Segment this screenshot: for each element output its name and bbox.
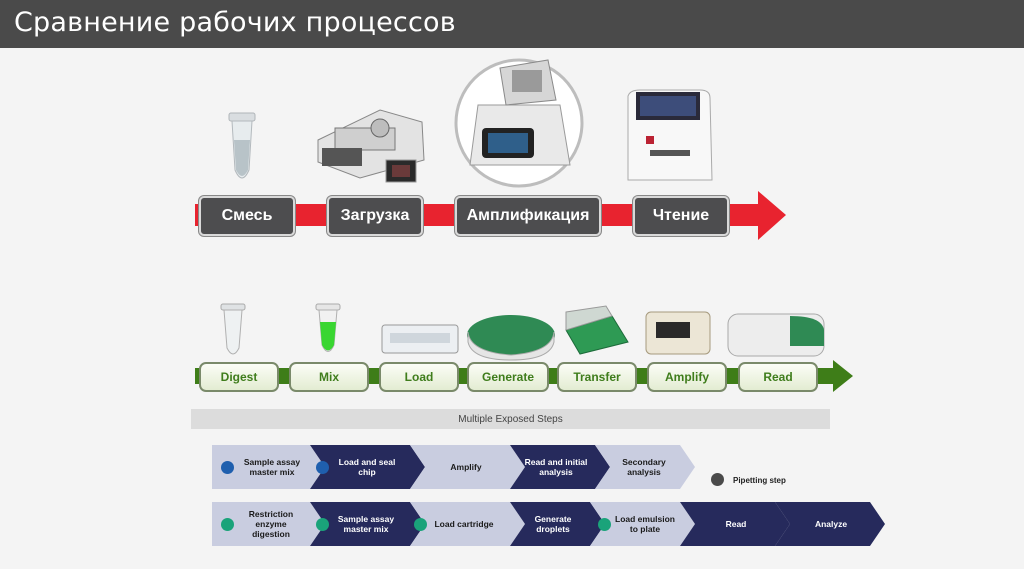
pipetting-dot [221,518,234,531]
pipetting-dot [414,518,427,531]
chevron-shape [595,445,695,489]
mix-tube-image [315,303,341,352]
tube-image [228,112,256,179]
page-title: Сравнение рабочих процессов [14,7,456,38]
pipetting-dot [316,461,329,474]
chevron-label: Restriction enzyme digestion [248,509,294,539]
chevron-shape [310,445,425,489]
top-step-read: Чтение [633,196,729,236]
chevron-label: Read and initial analysis [524,457,588,477]
digest-tube-image [220,303,246,355]
cartridge-image [381,324,459,354]
mid-step-amplify: Amplify [647,362,727,392]
chevron-label: Amplify [450,462,482,472]
reader-image [627,89,713,181]
chevron-label: Sample assay master mix [337,514,395,534]
chip-loader-image [317,109,425,183]
plate-image [565,305,629,355]
droplet-generator-image [467,315,555,361]
mid-step-mix: Mix [289,362,369,392]
chevron-row-1 [212,445,695,489]
chevron-shape [410,445,525,489]
pipetting-dot [598,518,611,531]
chevron-label: Read [725,519,747,529]
legend-label: Pipetting step [733,476,786,485]
chevron-label: Sample assay master mix [243,457,301,477]
chevron-label: Analyze [814,519,848,529]
top-step-amplify: Амплификация [455,196,601,236]
top-step-mix: Смесь [199,196,295,236]
amplifier-image [645,311,711,355]
chevron-label: Load emulsion to plate [615,514,675,534]
droplet-reader-image [727,313,825,357]
chevron-label: Load cartridge [434,519,494,529]
legend-dot [711,473,724,486]
chevron-label: Load and seal chip [338,457,396,477]
thermocycler-image [454,58,584,188]
mid-step-transfer: Transfer [557,362,637,392]
chevron-label: Generate droplets [534,514,572,534]
pipetting-dot [316,518,329,531]
chevron-shape [775,502,885,546]
chevron-shape [410,502,525,546]
top-step-load: Загрузка [327,196,423,236]
chevron-shape [590,502,695,546]
chevron-shape [212,502,325,546]
mid-step-digest: Digest [199,362,279,392]
chevron-shape [212,445,325,489]
pipetting-dot [221,461,234,474]
title-bar: Сравнение рабочих процессов [0,0,1024,48]
mid-step-generate: Generate [467,362,549,392]
chevron-row-2 [212,502,885,546]
chevron-shape [680,502,790,546]
mid-step-load: Load [379,362,459,392]
mid-step-read: Read [738,362,818,392]
chevron-shape [310,502,425,546]
exposed-steps-banner: Multiple Exposed Steps [191,409,830,429]
chevron-shape [510,445,610,489]
chevron-label: Secondary analysis [622,457,666,477]
chevron-shape [510,502,605,546]
